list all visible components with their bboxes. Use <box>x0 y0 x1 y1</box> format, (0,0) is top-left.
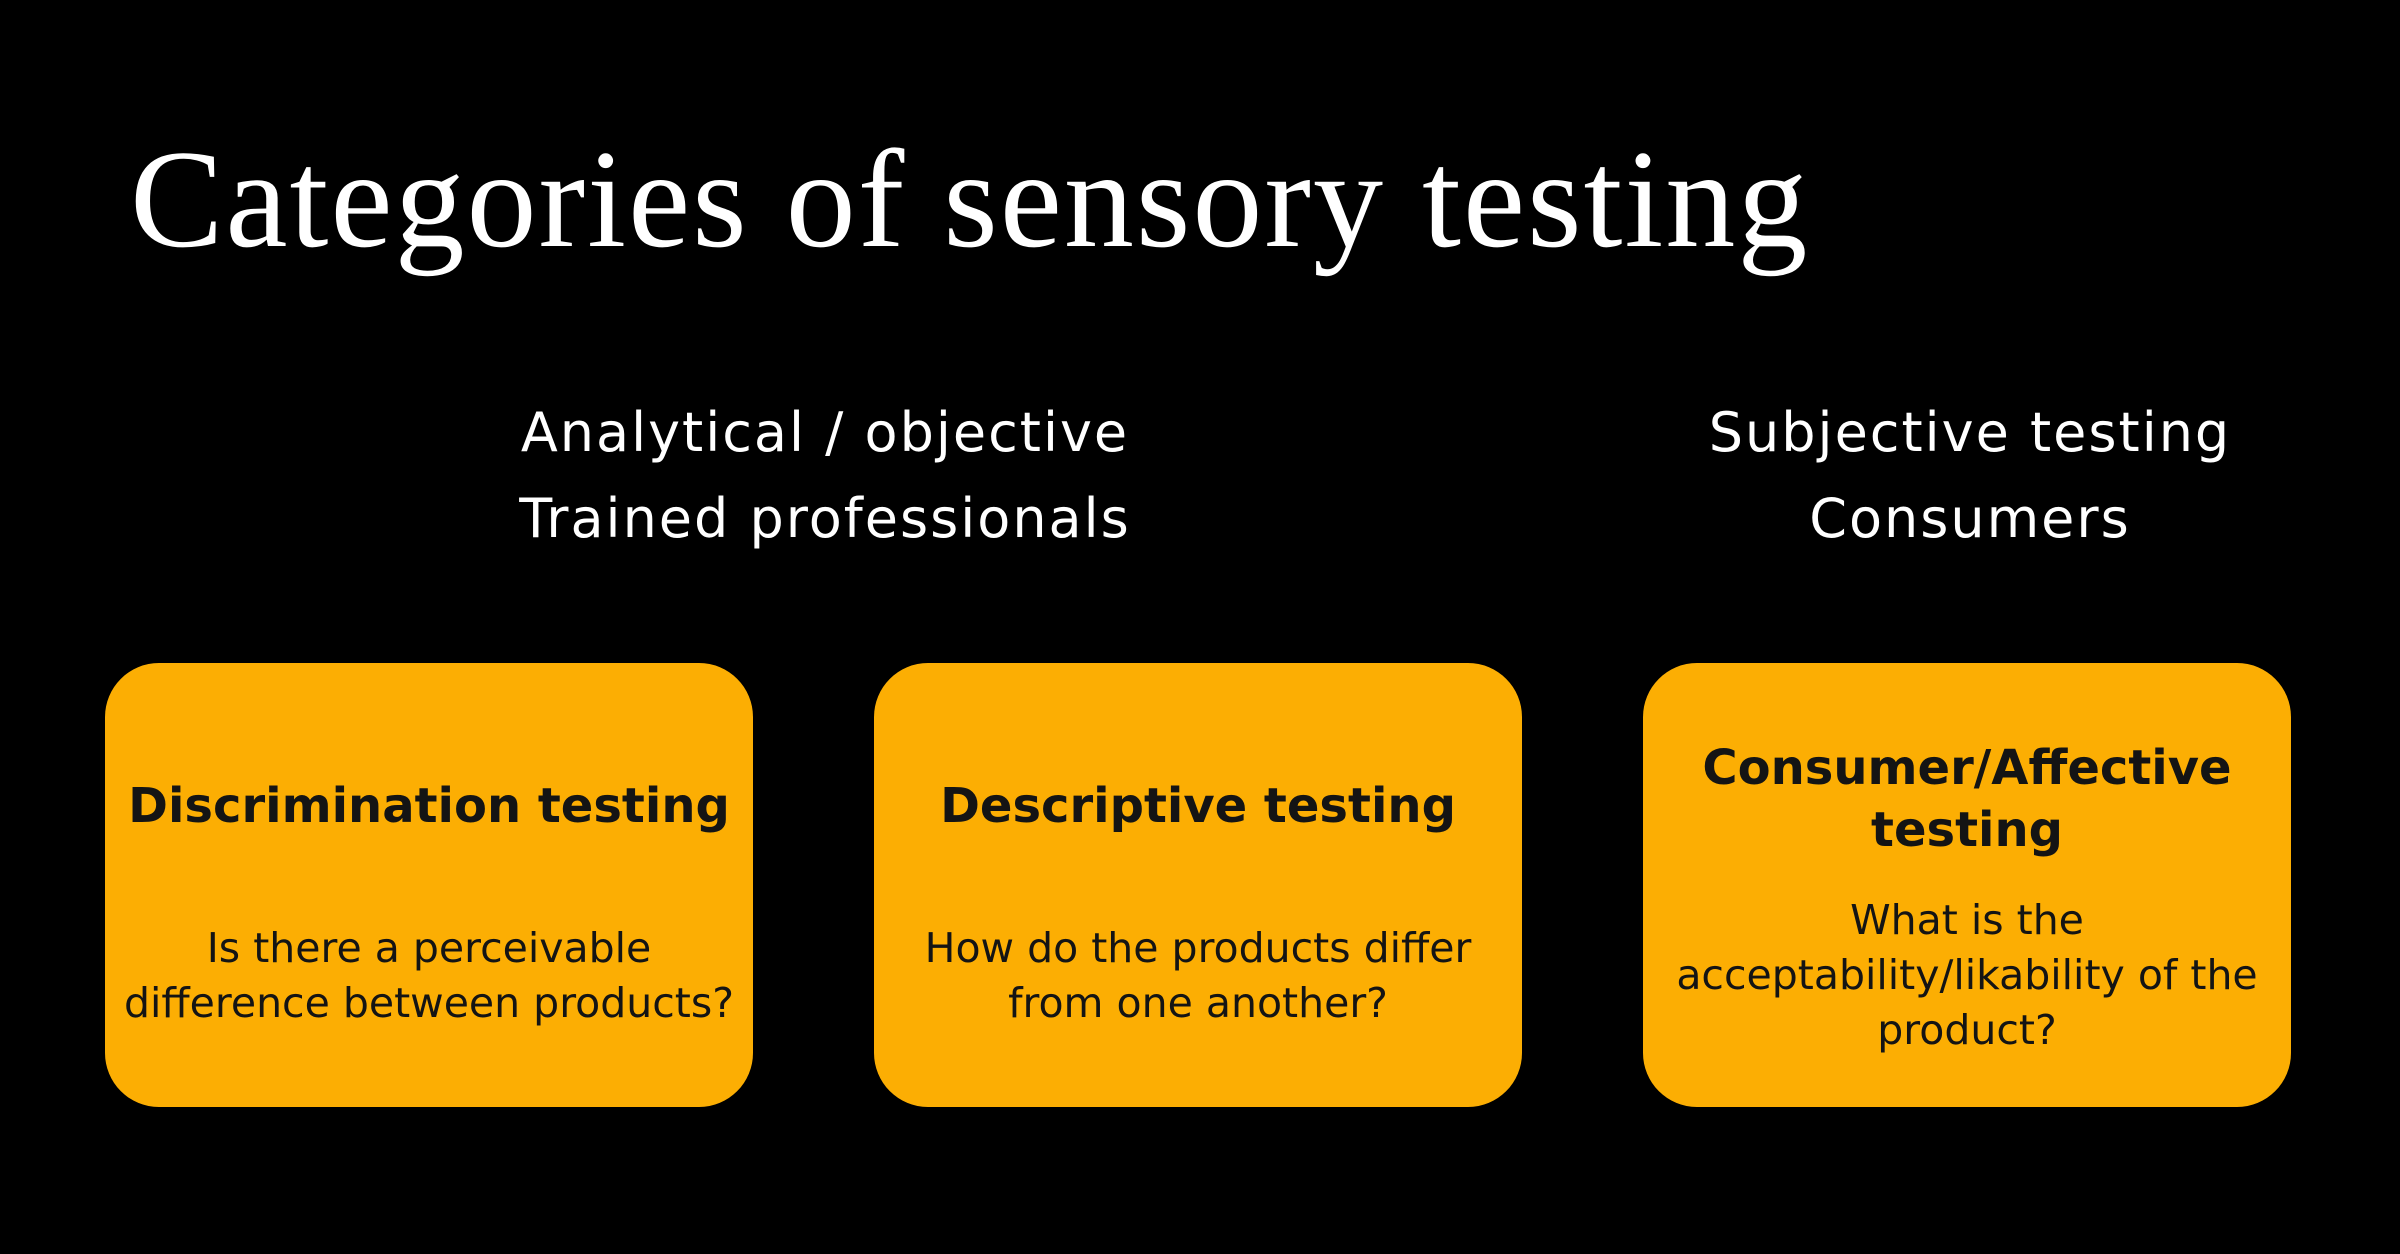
card-body-line: acceptability/likability of the <box>1676 951 2258 999</box>
card-title: Discrimination testing <box>115 775 743 837</box>
column-header-subjective: Subjective testing Consumers <box>1520 390 2400 562</box>
card-descriptive-testing: Descriptive testing How do the products … <box>874 663 1522 1107</box>
card-body: What is the acceptability/likability of … <box>1653 893 2281 1058</box>
column-header-line: Consumers <box>1809 487 2131 550</box>
column-header-line: Trained professionals <box>519 487 1131 550</box>
card-body-line: from one another? <box>1008 979 1388 1027</box>
column-header-analytical: Analytical / objective Trained professio… <box>375 390 1275 562</box>
card-body-line: product? <box>1877 1006 2057 1054</box>
card-title: Descriptive testing <box>884 775 1512 837</box>
column-header-line: Subjective testing <box>1708 401 2232 464</box>
slide-title: Categories of sensory testing <box>130 122 1810 277</box>
card-body-line: difference between products? <box>124 979 734 1027</box>
card-discrimination-testing: Discrimination testing Is there a percei… <box>105 663 753 1107</box>
card-title-line: testing <box>1871 802 2063 858</box>
card-title-line: Discrimination testing <box>128 778 730 834</box>
card-consumer-affective-testing: Consumer/Affective testing What is the a… <box>1643 663 2291 1107</box>
card-body-line: What is the <box>1850 896 2084 944</box>
column-header-line: Analytical / objective <box>520 401 1130 464</box>
card-title-line: Consumer/Affective <box>1702 740 2232 796</box>
card-body-line: How do the products differ <box>924 924 1472 972</box>
card-body: How do the products differ from one anot… <box>884 921 1512 1031</box>
card-title: Consumer/Affective testing <box>1653 737 2281 861</box>
card-body: Is there a perceivable difference betwee… <box>115 921 743 1031</box>
card-title-line: Descriptive testing <box>940 778 1456 834</box>
card-body-line: Is there a perceivable <box>206 924 652 972</box>
